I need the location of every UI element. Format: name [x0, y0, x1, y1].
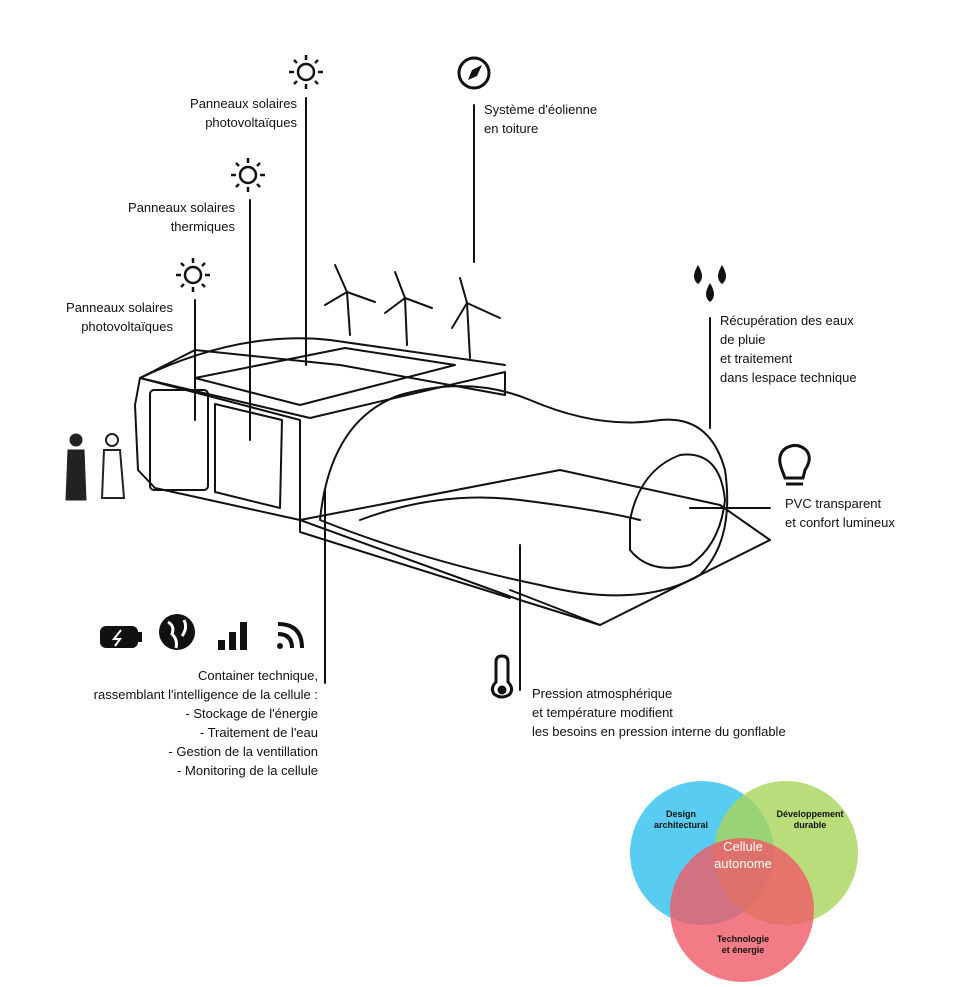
label-line: les besoins en pression interne du gonfl…	[532, 724, 786, 739]
roof-solar-panel	[194, 347, 456, 406]
label-line: Pression atmosphérique	[532, 686, 673, 701]
sun-icon	[231, 158, 265, 192]
label-line: autonome	[714, 856, 772, 871]
label-line: PVC transparent	[785, 496, 882, 511]
label-line: rassemblant l'intelligence de la cellule…	[93, 687, 318, 702]
label-container: Container technique, rassemblant l'intel…	[20, 666, 318, 780]
venn-label-center: Cellule autonome	[703, 838, 783, 872]
rain-drops-icon	[694, 265, 726, 302]
wind-turbine-2	[384, 271, 433, 346]
label-line: de pluie	[720, 332, 766, 347]
label-line: - Monitoring de la cellule	[177, 763, 318, 778]
label-line: et énergie	[721, 945, 765, 955]
venn-label-dev: Développement durable	[770, 809, 850, 831]
wind-turbine-3	[451, 277, 501, 359]
label-line: Développement	[776, 809, 844, 819]
venn-label-tech: Technologie et énergie	[703, 934, 783, 956]
label-pvc: PVC transparent et confort lumineux	[785, 494, 895, 532]
compass-icon	[457, 56, 491, 90]
sun-icon	[289, 55, 323, 89]
label-pv-top: Panneaux solaires photovoltaïques	[150, 94, 297, 132]
people-silhouettes	[65, 433, 126, 501]
label-line: - Stockage de l'énergie	[185, 706, 318, 721]
label-thermal: Panneaux solaires thermiques	[90, 198, 235, 236]
wind-turbine-1	[324, 264, 376, 336]
label-line: photovoltaïques	[205, 115, 297, 130]
label-line: - Traitement de l'eau	[199, 725, 318, 740]
sun-icon	[176, 258, 210, 292]
side-panel-1	[149, 389, 209, 491]
label-line: - Gestion de la ventillation	[168, 744, 318, 759]
label-line: dans lespace technique	[720, 370, 857, 385]
venn-diagram	[630, 781, 858, 982]
label-line: Panneaux solaires	[128, 200, 235, 215]
globe-icon	[159, 614, 195, 650]
label-line: et confort lumineux	[785, 515, 895, 530]
label-line: photovoltaïques	[81, 319, 173, 334]
bubble-window	[629, 453, 726, 569]
label-line: architectural	[653, 820, 709, 830]
label-line: Cellule	[723, 839, 763, 854]
ground-platform	[299, 469, 771, 626]
light-bulb-icon	[778, 443, 811, 486]
label-line: Container technique,	[198, 668, 318, 683]
inflatable-bubble	[319, 385, 729, 597]
thermometer-icon	[490, 654, 514, 699]
label-line: Design	[665, 809, 696, 819]
wifi-icon	[277, 622, 304, 649]
label-line: Panneaux solaires	[190, 96, 297, 111]
label-line: en toiture	[484, 121, 539, 136]
label-line: Récupération des eaux	[720, 313, 854, 328]
label-line: Technologie	[716, 934, 770, 944]
signal-bars-icon	[218, 622, 247, 650]
label-pressure: Pression atmosphérique et température mo…	[532, 684, 786, 741]
side-panel-2	[214, 403, 283, 509]
battery-icon	[100, 626, 142, 648]
label-pv-left: Panneaux solaires photovoltaïques	[30, 298, 173, 336]
label-line: Système d'éolienne	[484, 102, 598, 117]
venn-circle-tech	[670, 838, 814, 982]
label-line: et traitement	[720, 351, 793, 366]
label-rain: Récupération des eaux de pluie et traite…	[720, 311, 857, 387]
label-line: Panneaux solaires	[66, 300, 173, 315]
label-wind: Système d'éolienne en toiture	[484, 100, 597, 138]
label-line: thermiques	[170, 219, 235, 234]
label-line: et température modifient	[532, 705, 673, 720]
venn-label-design: Design architectural	[646, 809, 716, 831]
label-line: durable	[793, 820, 827, 830]
